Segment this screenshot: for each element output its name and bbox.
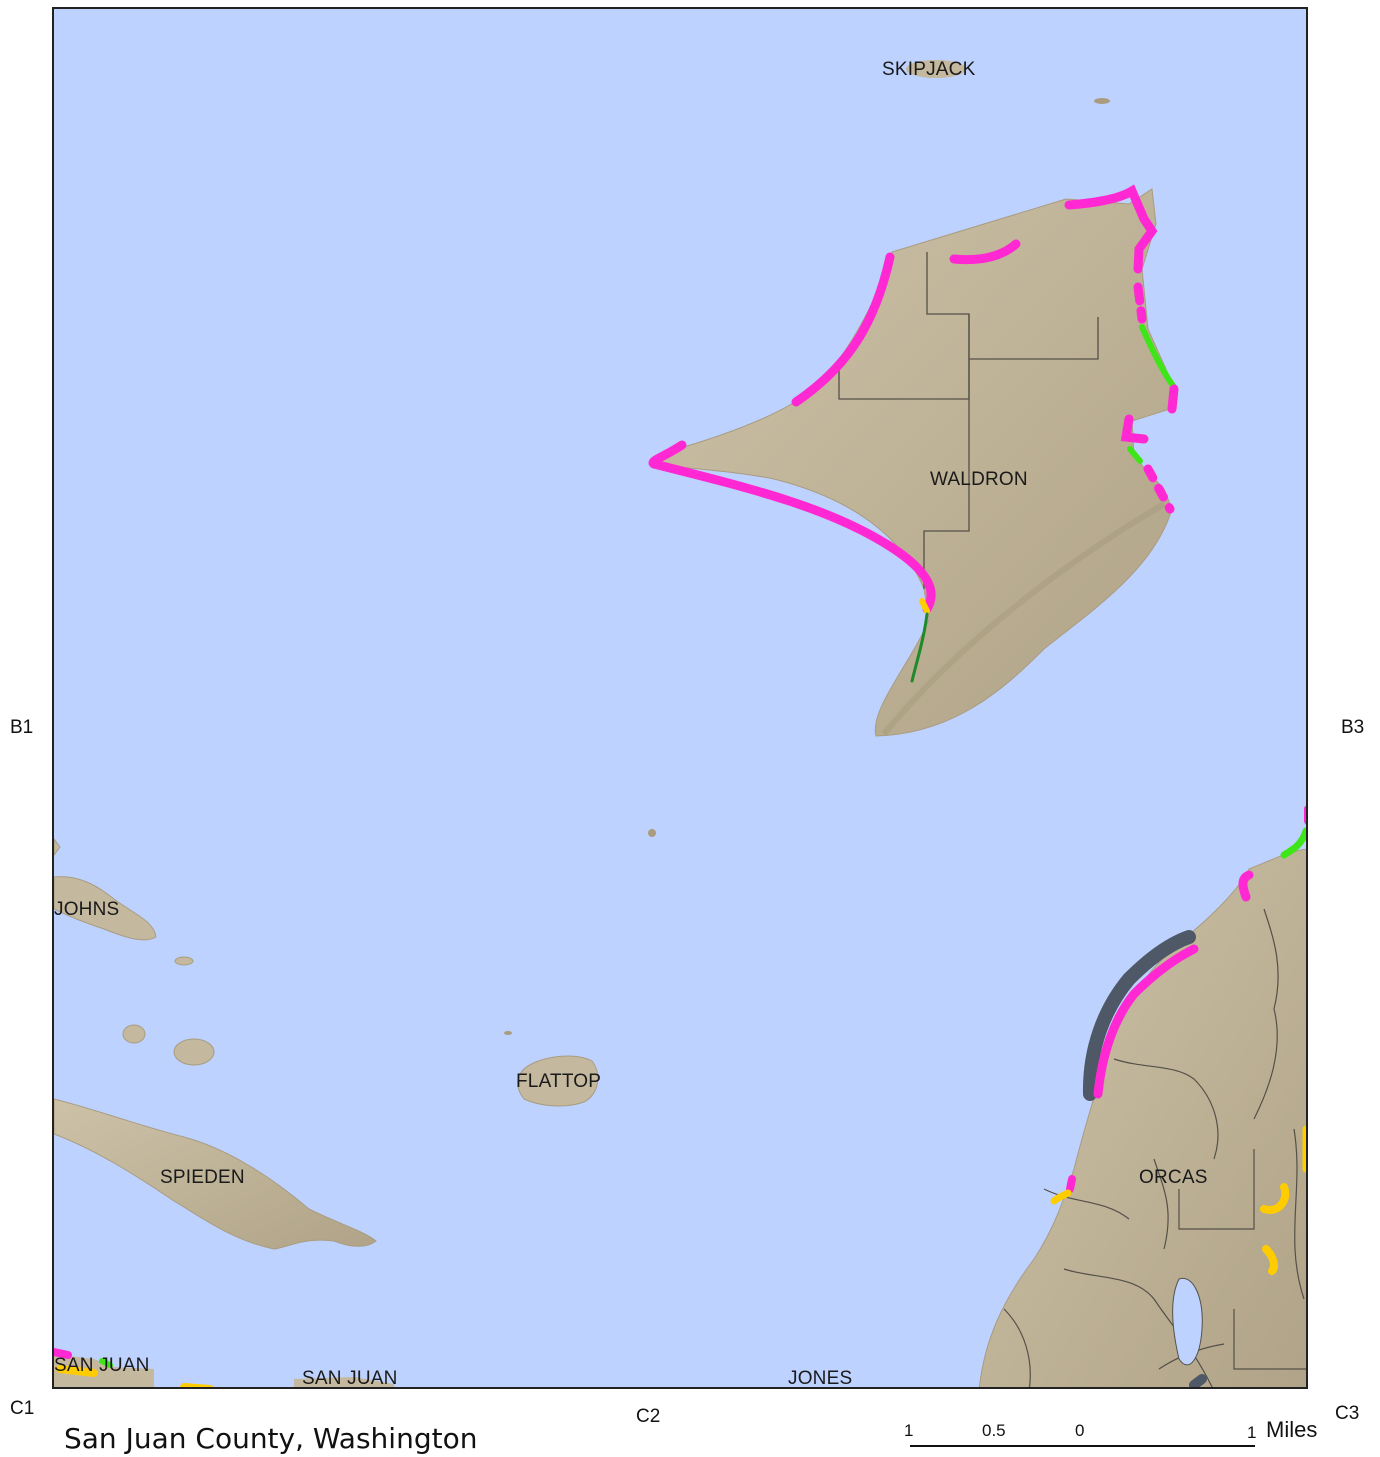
grid-label-c3: C3: [1335, 1403, 1360, 1424]
label-johns: JOHNS: [54, 899, 120, 920]
waldron-island: [648, 184, 1179, 737]
scale-tick: 0: [1075, 1421, 1085, 1440]
grid-label-b1: B1: [10, 717, 34, 738]
label-flattop: FLATTOP: [516, 1071, 602, 1092]
grid-label-b3: B3: [1341, 717, 1365, 738]
skipjack-island: [906, 60, 966, 78]
map-frame[interactable]: SKIPJACK WALDRON JOHNS FLATTOP SPIEDEN O…: [52, 7, 1308, 1389]
flattop-island: [517, 1055, 599, 1107]
johns-island: [54, 838, 215, 1066]
scale-tick: 0.5: [982, 1421, 1006, 1440]
scale-tick: 1: [1247, 1423, 1257, 1442]
scale-tick: 1: [904, 1421, 914, 1440]
san-juan-island: [54, 1348, 394, 1387]
label-jones: JONES: [788, 1368, 853, 1389]
map-title: San Juan County, Washington: [64, 1422, 478, 1455]
label-skipjack: SKIPJACK: [882, 59, 976, 80]
grid-label-c2: C2: [636, 1406, 661, 1427]
scale-line: [910, 1445, 1255, 1447]
islet: [504, 1031, 512, 1035]
scale-unit: Miles: [1266, 1417, 1318, 1442]
orcas-island: [978, 805, 1306, 1387]
label-waldron: WALDRON: [930, 469, 1028, 490]
label-spieden: SPIEDEN: [160, 1167, 245, 1188]
label-san-juan-2: SAN JUAN: [302, 1368, 398, 1389]
map-canvas[interactable]: [54, 9, 1308, 1389]
label-orcas: ORCAS: [1139, 1167, 1208, 1188]
grid-label-c1: C1: [10, 1398, 35, 1419]
islet: [648, 829, 656, 837]
spieden-island: [54, 1098, 377, 1250]
islet: [1094, 98, 1110, 104]
label-san-juan-1: SAN JUAN: [54, 1355, 150, 1376]
